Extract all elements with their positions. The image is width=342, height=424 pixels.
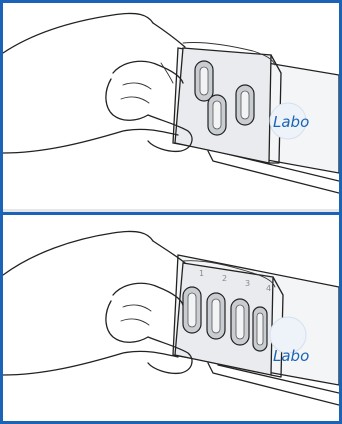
hand-outline [3, 12, 154, 54]
pill-slot-3 [230, 298, 250, 346]
slot-number-4: 4 [266, 284, 271, 293]
pill-slot-3 [235, 84, 255, 126]
illustration-panel-bottom: 1 2 3 4 Labo [0, 212, 342, 424]
slot-number-1: 1 [199, 269, 204, 278]
pill-slot-2 [206, 292, 226, 340]
pill-slot-1 [182, 286, 202, 334]
pill-slot-2 [207, 94, 227, 136]
hand-outline [3, 230, 154, 276]
illustration-panel-top: Labo [0, 0, 342, 212]
slot-number-3: 3 [245, 279, 250, 288]
logo-circle [269, 102, 307, 140]
pill-slot-1 [194, 60, 214, 102]
brand-logo-text: Labo [273, 347, 309, 365]
hand-holding-device-drawing: 1 2 3 4 Labo [3, 230, 339, 406]
pill-slot-4 [252, 306, 268, 352]
hand-holding-device-drawing: Labo [3, 12, 339, 194]
brand-logo-text: Labo [273, 113, 309, 131]
slot-number-2: 2 [222, 274, 227, 283]
logo-circle [269, 316, 307, 354]
